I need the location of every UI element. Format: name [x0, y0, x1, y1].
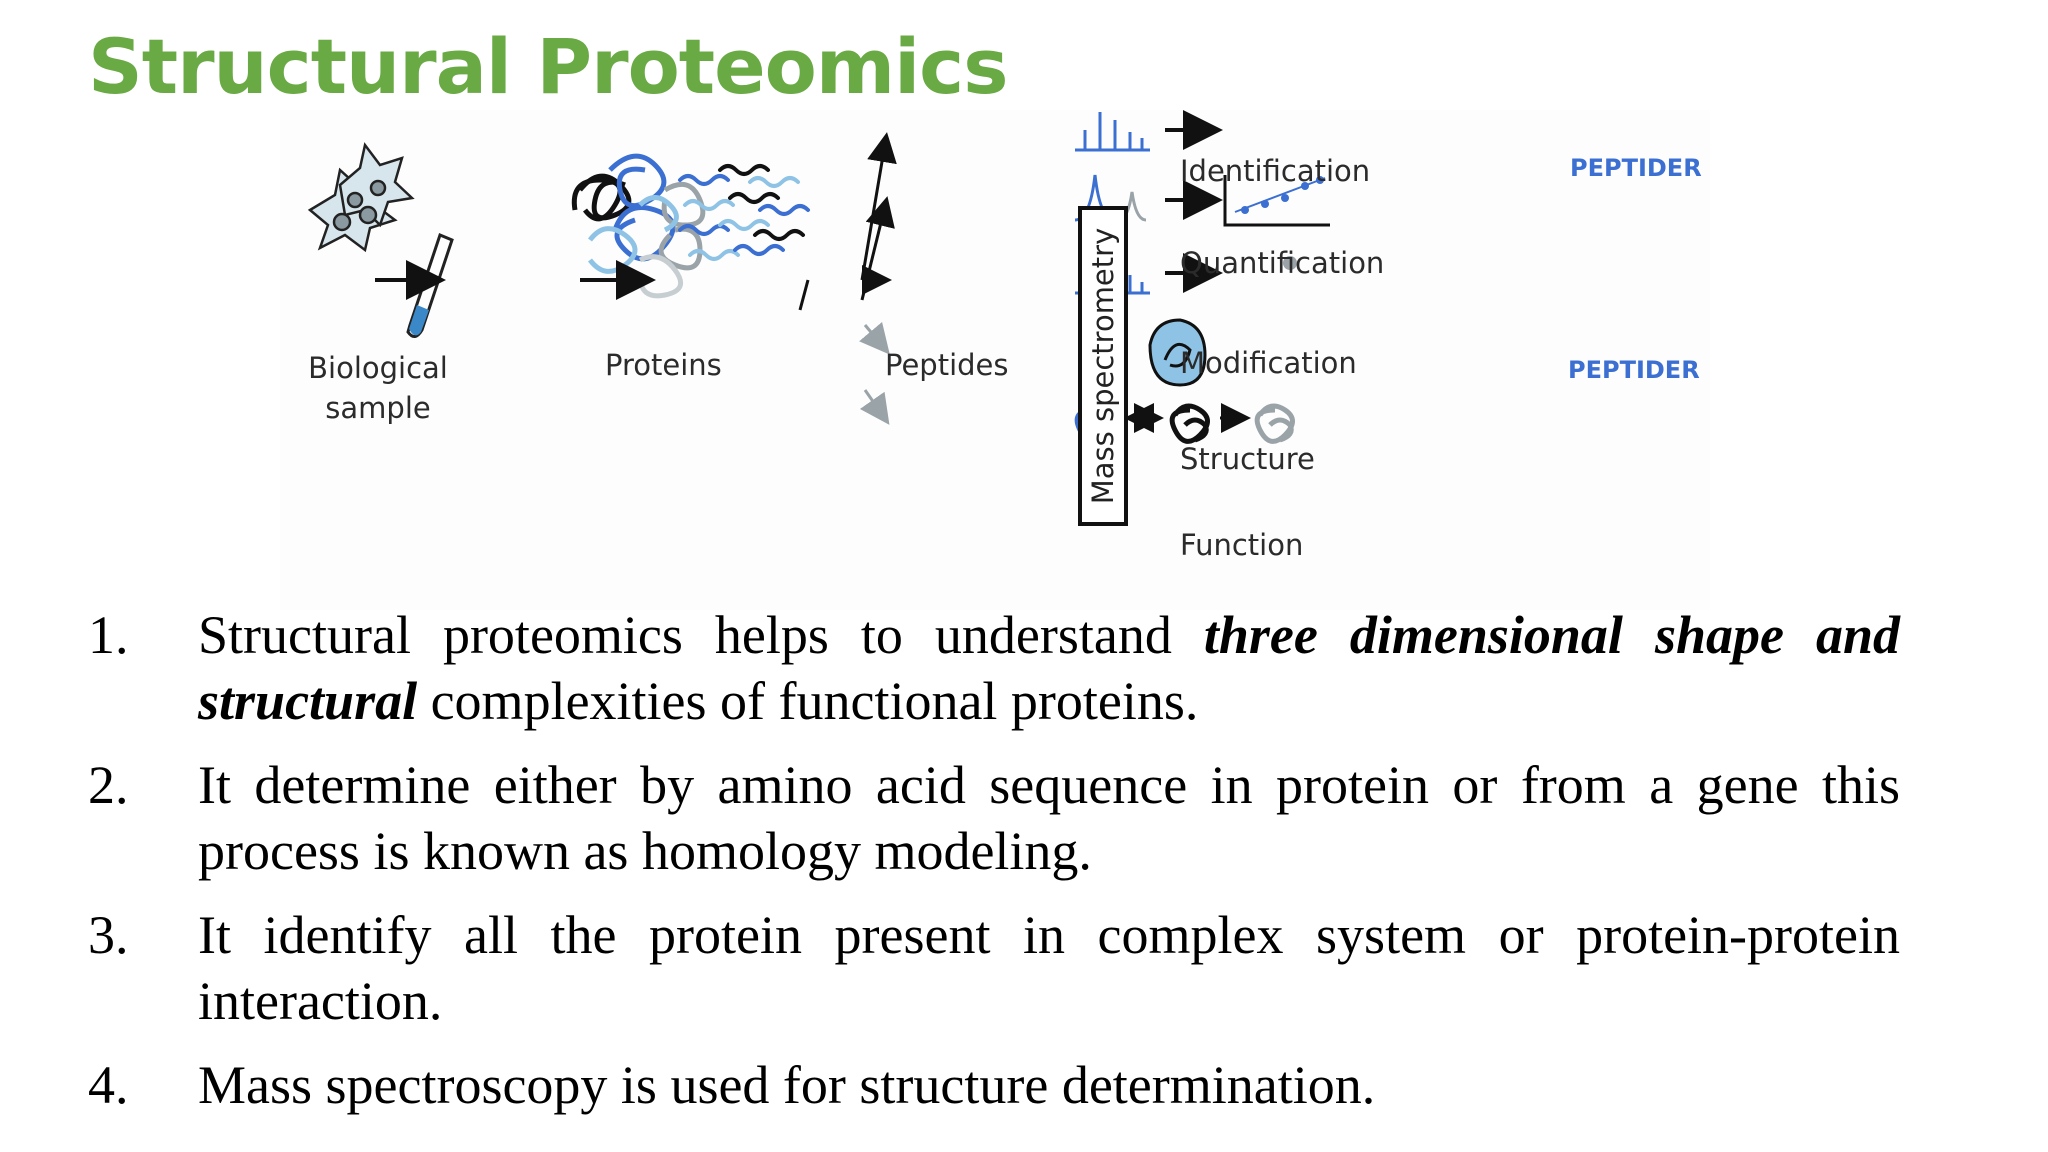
biological-sample-label-line2: sample	[325, 391, 431, 425]
proteins-icon	[571, 153, 706, 299]
list-number: 2.	[88, 755, 129, 815]
modification-result: PEPTIDER	[1568, 356, 1700, 384]
protein-structure-icon	[1148, 318, 1207, 387]
list-emphasis: three dimensional shape and structural	[198, 605, 1901, 731]
proteomics-workflow-diagram: Biological sample Proteins Peptides Mass…	[280, 110, 1710, 610]
proteins-label: Proteins	[605, 348, 722, 382]
list-number: 1.	[88, 605, 129, 665]
peptides-icon	[678, 164, 810, 261]
cells-icon	[307, 142, 415, 253]
biological-sample-label-line1: Biological	[308, 351, 448, 385]
quantification-label: Quantification	[1180, 246, 1385, 280]
list-text: Mass spectroscopy is used for structure …	[198, 1055, 1376, 1115]
quantification-plot-icon	[1223, 175, 1330, 227]
list-item: 2. It determine either by amino acid seq…	[88, 752, 1900, 884]
arrow-to-ms	[798, 279, 810, 311]
function-label: Function	[1180, 528, 1304, 562]
bullet-list: 1. Structural proteomics helps to unders…	[88, 602, 1900, 1136]
biological-sample-label: Biological sample	[298, 348, 458, 428]
list-text: It determine either by amino acid sequen…	[198, 755, 1900, 881]
list-item: 1. Structural proteomics helps to unders…	[88, 602, 1900, 734]
spectrum-icon	[1075, 112, 1150, 152]
slide-title: Structural Proteomics	[88, 22, 1008, 111]
list-item: 3. It identify all the protein present i…	[88, 902, 1900, 1034]
list-text: Structural proteomics helps to understan…	[198, 605, 1204, 665]
structure-label: Structure	[1180, 442, 1315, 476]
ms-output-arrows	[859, 132, 897, 425]
test-tube-icon	[406, 232, 454, 338]
list-item: 4. Mass spectroscopy is used for structu…	[88, 1052, 1900, 1118]
mass-spectrometry-box: Mass spectrometry	[1078, 206, 1128, 526]
modification-dot	[1283, 256, 1297, 270]
identification-result: PEPTIDER	[1570, 154, 1702, 182]
list-text: It identify all the protein present in c…	[198, 905, 1900, 1031]
modification-label: Modification	[1180, 346, 1357, 380]
mass-spectrometry-label: Mass spectrometry	[1086, 227, 1120, 505]
list-number: 4.	[88, 1055, 129, 1115]
list-text: complexities of functional proteins.	[417, 671, 1199, 731]
diagram-graphics	[307, 110, 1330, 444]
peptides-label: Peptides	[885, 348, 1009, 382]
list-number: 3.	[88, 905, 129, 965]
identification-label: Identification	[1180, 154, 1371, 188]
